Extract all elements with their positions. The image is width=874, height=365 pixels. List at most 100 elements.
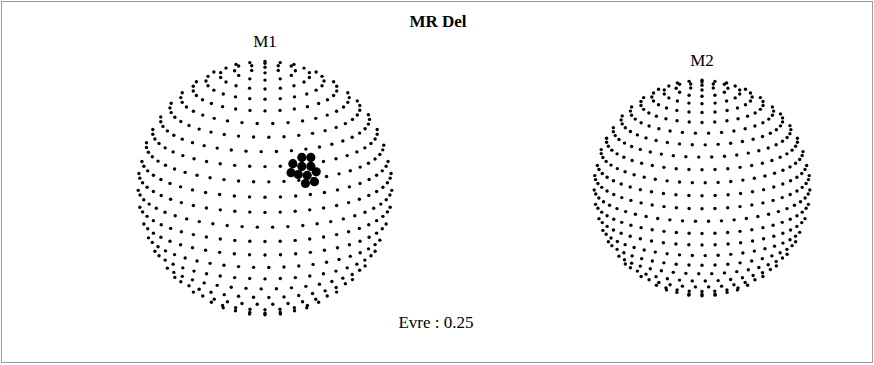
surface-dot [153, 137, 156, 140]
surface-dot [798, 231, 801, 234]
surface-dot [192, 110, 195, 113]
surface-dot [156, 159, 159, 162]
star-spot [297, 153, 306, 162]
surface-dot [137, 189, 140, 192]
surface-dot [647, 124, 650, 127]
surface-dot [650, 239, 653, 242]
surface-dot [639, 226, 642, 229]
surface-dot [644, 215, 647, 218]
surface-dot [629, 109, 632, 112]
star-spot [306, 153, 315, 162]
surface-dot [172, 271, 175, 274]
surface-dot [301, 224, 304, 227]
surface-dot [772, 185, 775, 188]
surface-dot [297, 179, 300, 182]
surface-dot [356, 113, 359, 116]
surface-dot [263, 98, 266, 101]
surface-dot [192, 269, 195, 272]
surface-dot [256, 225, 259, 228]
surface-dot [168, 239, 171, 242]
surface-dot [660, 152, 663, 155]
surface-dot [279, 195, 282, 198]
surface-dot [226, 119, 229, 122]
surface-dot [665, 252, 668, 255]
surface-dot [140, 160, 143, 163]
surface-dot [191, 278, 194, 281]
surface-dot [294, 252, 297, 255]
surface-dot [704, 279, 707, 282]
surface-dot [180, 201, 183, 204]
surface-dot [654, 250, 657, 253]
surface-dot [675, 119, 678, 122]
surface-dot [237, 64, 240, 67]
surface-dot [145, 146, 148, 149]
surface-dot [777, 210, 780, 213]
surface-dot [751, 274, 754, 277]
surface-dot [341, 139, 344, 142]
surface-dot [248, 277, 251, 280]
surface-dot [729, 253, 732, 256]
surface-dot [252, 266, 255, 269]
surface-dot [678, 91, 681, 94]
star-spot [286, 168, 295, 177]
surface-dot [753, 177, 756, 180]
surface-dot [375, 128, 378, 131]
surface-dot [746, 284, 749, 287]
surface-dot [297, 264, 300, 267]
surface-dot [612, 179, 615, 182]
surface-dot [248, 195, 251, 198]
surface-dot [781, 232, 784, 235]
surface-dot [308, 274, 311, 277]
surface-dot [610, 148, 613, 151]
surface-dot [630, 254, 633, 257]
surface-dot [317, 102, 320, 105]
surface-dot [369, 142, 372, 145]
surface-dot [195, 174, 198, 177]
surface-dot [230, 285, 233, 288]
surface-dot [205, 272, 208, 275]
surface-dot [388, 193, 391, 196]
surface-dot [363, 211, 366, 214]
surface-dot [237, 179, 240, 182]
surface-dot [605, 137, 608, 140]
surface-dot [237, 265, 240, 268]
surface-dot [202, 281, 205, 284]
surface-dot [311, 132, 314, 135]
surface-dot [282, 135, 285, 138]
surface-dot [757, 149, 760, 152]
surface-dot [179, 243, 182, 246]
star-spot [301, 179, 310, 188]
surface-dot [639, 100, 642, 103]
surface-dot [335, 290, 338, 293]
surface-dot [279, 277, 282, 280]
surface-dot [263, 66, 266, 69]
surface-dot [334, 269, 337, 272]
surface-dot [605, 225, 608, 228]
surface-dot [687, 232, 690, 235]
surface-dot [751, 138, 754, 141]
surface-dot [789, 193, 792, 196]
surface-dot [596, 164, 599, 167]
surface-dot [773, 244, 776, 247]
surface-dot [375, 133, 378, 136]
surface-dot [373, 250, 376, 253]
surface-dot [267, 266, 270, 269]
surface-dot [738, 88, 741, 91]
surface-dot [707, 285, 710, 288]
surface-dot [348, 185, 351, 188]
surface-dot [388, 176, 391, 179]
surface-dot [221, 105, 224, 108]
surface-dot [657, 281, 660, 284]
surface-dot [248, 86, 251, 89]
surface-dot [601, 221, 604, 224]
surface-dot [318, 145, 321, 148]
surface-dot [314, 70, 317, 73]
surface-dot [145, 186, 148, 189]
surface-dot [656, 217, 659, 220]
surface-dot [279, 165, 282, 168]
surface-dot [138, 193, 141, 196]
surface-dot [622, 156, 625, 159]
surface-dot [384, 222, 387, 225]
surface-dot [157, 142, 160, 145]
surface-dot [294, 69, 297, 72]
